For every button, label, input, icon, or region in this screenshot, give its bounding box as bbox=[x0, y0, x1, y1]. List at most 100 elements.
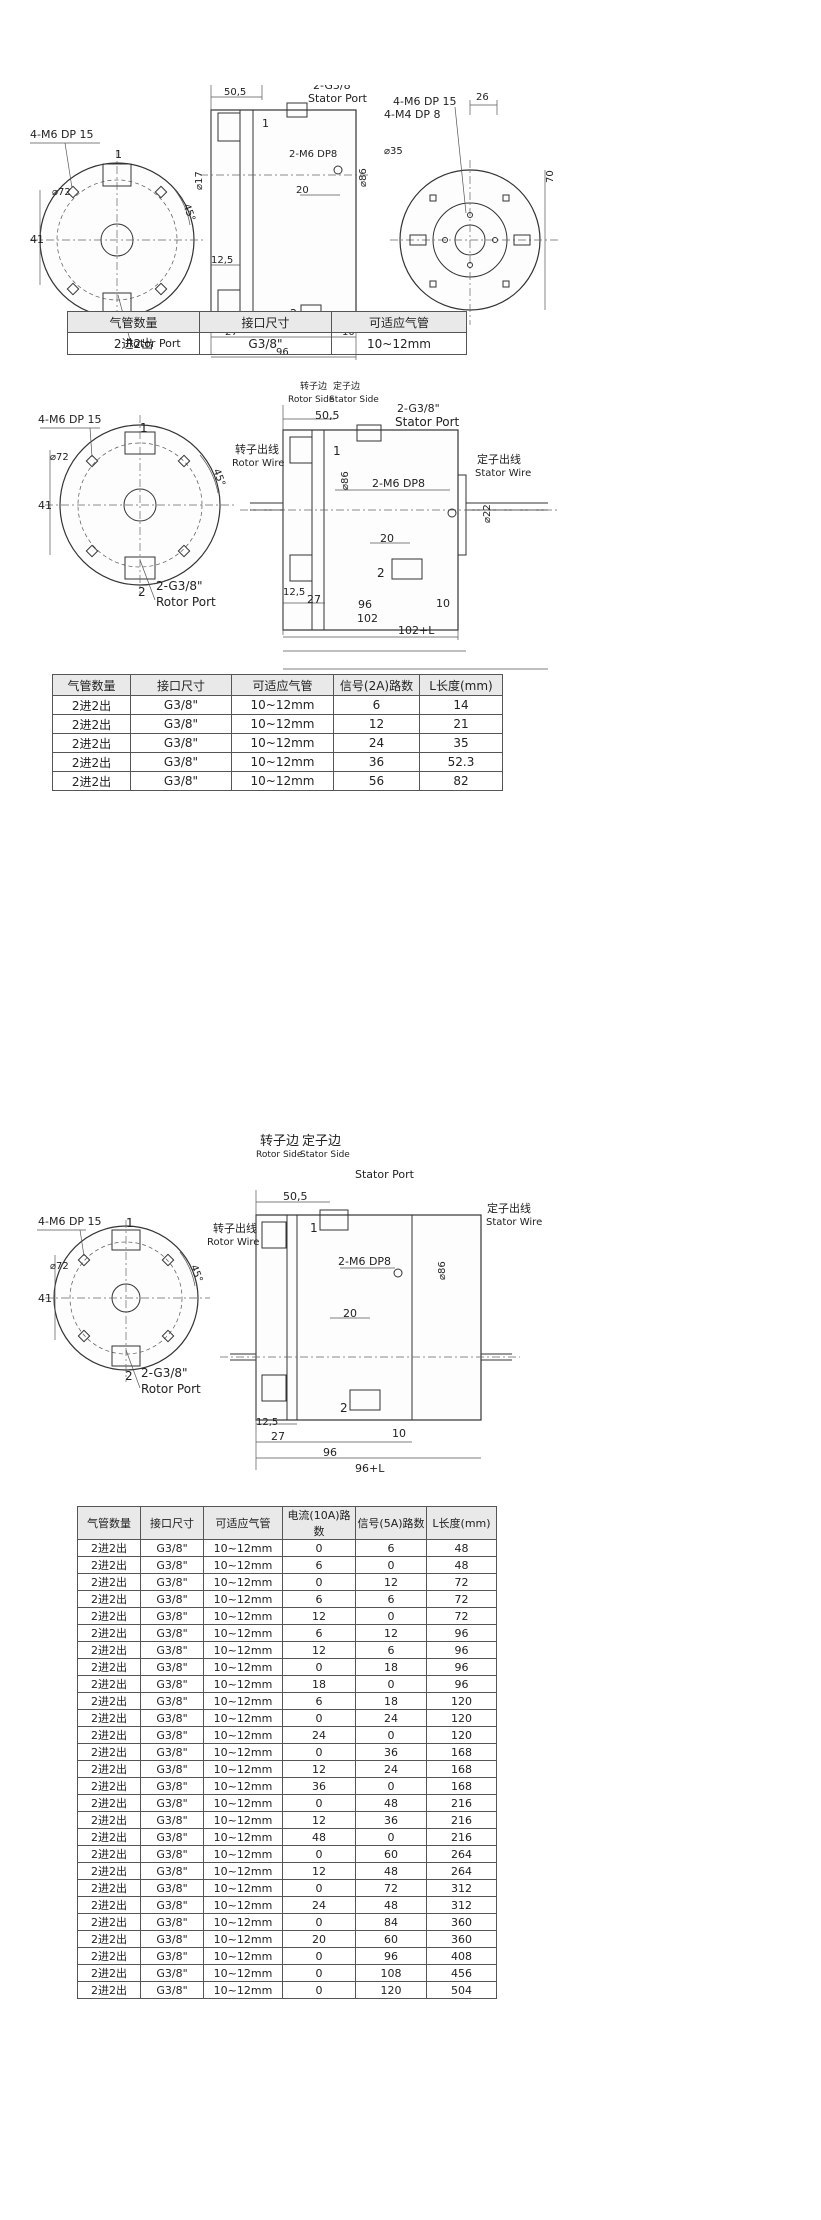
table-cell: 2进2出 bbox=[77, 1862, 141, 1880]
table-cell: 120 bbox=[355, 1981, 427, 1999]
table-cell: 2进2出 bbox=[77, 1913, 141, 1931]
table-cell: 216 bbox=[426, 1811, 497, 1829]
table-cell: G3/8" bbox=[140, 1879, 204, 1897]
table-cell: G3/8" bbox=[130, 733, 232, 753]
stator-side-cn-2: 定子边 bbox=[333, 380, 360, 392]
table-cell: G3/8" bbox=[140, 1607, 204, 1625]
table-cell: 10~12mm bbox=[203, 1879, 283, 1897]
table-cell: 10~12mm bbox=[203, 1658, 283, 1676]
table-cell: 2进2出 bbox=[77, 1777, 141, 1795]
stator-wire-cn-2: 定子出线 bbox=[477, 452, 521, 466]
table-cell: 18 bbox=[282, 1675, 356, 1693]
front-view-2: 4-M6 DP 15 ⌀72 41 45° 1 2 2-G3/8" Rotor … bbox=[38, 413, 235, 609]
stator-side-cn-3b: 定子边 bbox=[302, 1134, 342, 1149]
stator-port-2: 2-G3/8" bbox=[397, 402, 440, 415]
table-cell: 0 bbox=[282, 1879, 356, 1897]
table-cell: G3/8" bbox=[140, 1845, 204, 1863]
spec-table-1: 气管数量 接口尺寸 可适应气管 2进2出 G3/8" 10~12mm bbox=[67, 311, 467, 355]
table-header-cell: L长度(mm) bbox=[426, 1506, 497, 1540]
table-cell: 96 bbox=[355, 1947, 427, 1965]
table-cell: 10~12mm bbox=[203, 1862, 283, 1880]
table-cell: 264 bbox=[426, 1862, 497, 1880]
dim50-5-2: 50,5 bbox=[315, 409, 340, 422]
m4-label-rear: 4-M4 DP 8 bbox=[384, 108, 441, 121]
dim96L-3: 96+L bbox=[355, 1462, 385, 1475]
table-cell: 2进2出 bbox=[77, 1760, 141, 1778]
rotor-port-label-3: 2-G3/8" bbox=[141, 1366, 188, 1380]
table-cell: 48 bbox=[355, 1896, 427, 1914]
table-cell: 14 bbox=[419, 695, 503, 715]
table-cell: 36 bbox=[282, 1777, 356, 1795]
dim41-label-3: 41 bbox=[38, 1292, 52, 1305]
port1-number: 1 bbox=[115, 148, 122, 161]
table-cell: 96 bbox=[426, 1641, 497, 1659]
table-cell: 0 bbox=[282, 1947, 356, 1965]
table-cell: 72 bbox=[355, 1879, 427, 1897]
table-cell: G3/8" bbox=[140, 1981, 204, 1999]
table-cell: 10~12mm bbox=[231, 695, 334, 715]
rotor-wire-cn-3: 转子出线 bbox=[213, 1221, 257, 1235]
table-cell: 56 bbox=[333, 771, 420, 791]
table-cell: G3/8" bbox=[140, 1539, 204, 1557]
table-cell: 2进2出 bbox=[77, 1624, 141, 1642]
table-row: 2进2出 G3/8" 10~12mm 56 82 bbox=[52, 771, 503, 791]
n2-side-2: 2 bbox=[377, 566, 385, 580]
d35-label: ⌀35 bbox=[384, 146, 403, 157]
table-cell: 24 bbox=[355, 1709, 427, 1727]
table-cell: G3/8" bbox=[140, 1556, 204, 1574]
table-cell: 96 bbox=[426, 1624, 497, 1642]
n1-side-1: 1 bbox=[262, 117, 269, 130]
rotor-side-en-3b: Rotor Side bbox=[256, 1150, 303, 1160]
d22-2: ⌀22 bbox=[482, 504, 493, 523]
table-cell: 10~12mm bbox=[203, 1675, 283, 1693]
table-cell: 2进2出 bbox=[77, 1607, 141, 1625]
rotor-wire-en-3: Rotor Wire bbox=[207, 1237, 259, 1248]
table-cell: 10~12mm bbox=[203, 1641, 283, 1659]
dim10-3: 10 bbox=[392, 1427, 406, 1440]
table-cell: G3/8" bbox=[140, 1811, 204, 1829]
table-cell: 0 bbox=[355, 1777, 427, 1795]
table-cell: 2进2出 bbox=[77, 1947, 141, 1965]
dim20-3: 20 bbox=[343, 1307, 357, 1320]
table-cell: 12 bbox=[282, 1862, 356, 1880]
table-cell: 48 bbox=[355, 1794, 427, 1812]
side-view-2: 转子边 定子边 Rotor Side Stator Side 50,5 2-G3… bbox=[232, 380, 560, 670]
table-cell: G3/8" bbox=[140, 1964, 204, 1982]
table-cell: 2进2出 bbox=[77, 1709, 141, 1727]
table-cell: 10~12mm bbox=[203, 1607, 283, 1625]
side-view-3: 50,5 2-G3/8" Stator Port 1 2 转子出线 Rotor … bbox=[207, 1170, 542, 1475]
table-cell: 12 bbox=[355, 1624, 427, 1642]
table-cell: 0 bbox=[282, 1709, 356, 1727]
dim102-2: 102 bbox=[357, 612, 378, 625]
table-cell: 10~12mm bbox=[203, 1709, 283, 1727]
table-cell: G3/8" bbox=[140, 1590, 204, 1608]
table-cell: 10~12mm bbox=[203, 1760, 283, 1778]
table-cell: 48 bbox=[282, 1828, 356, 1846]
table-cell: G3/8" bbox=[130, 714, 232, 734]
table-cell: 72 bbox=[426, 1590, 497, 1608]
table-cell: G3/8" bbox=[130, 695, 232, 715]
table-cell: 10~12mm bbox=[231, 733, 334, 753]
front-view-3: 4-M6 DP 15 ⌀72 41 45° 1 2 2-G3/8" Rotor … bbox=[37, 1215, 210, 1396]
table-cell: 6 bbox=[355, 1539, 427, 1557]
table-cell: 72 bbox=[426, 1573, 497, 1591]
side-labels-3: 转子边 定子边 Rotor Side Stator Side bbox=[256, 1130, 376, 1166]
table-cell: 2进2出 bbox=[52, 733, 131, 753]
table-header-row: 气管数量 接口尺寸 可适应气管 电流(10A)路数 信号(5A)路数 L长度(m… bbox=[77, 1506, 497, 1540]
table-cell: 2进2出 bbox=[77, 1811, 141, 1829]
table-cell: 0 bbox=[282, 1658, 356, 1676]
table-cell: G3/8" bbox=[199, 332, 332, 355]
drawing-1: 4-M6 DP 15 ⌀72 41 45° 1 2 2-G3/8" Rotor … bbox=[30, 85, 560, 360]
table-cell: 360 bbox=[426, 1930, 497, 1948]
table-cell: 2进2出 bbox=[77, 1896, 141, 1914]
dim20-1: 20 bbox=[296, 185, 309, 196]
table-cell: 6 bbox=[282, 1590, 356, 1608]
